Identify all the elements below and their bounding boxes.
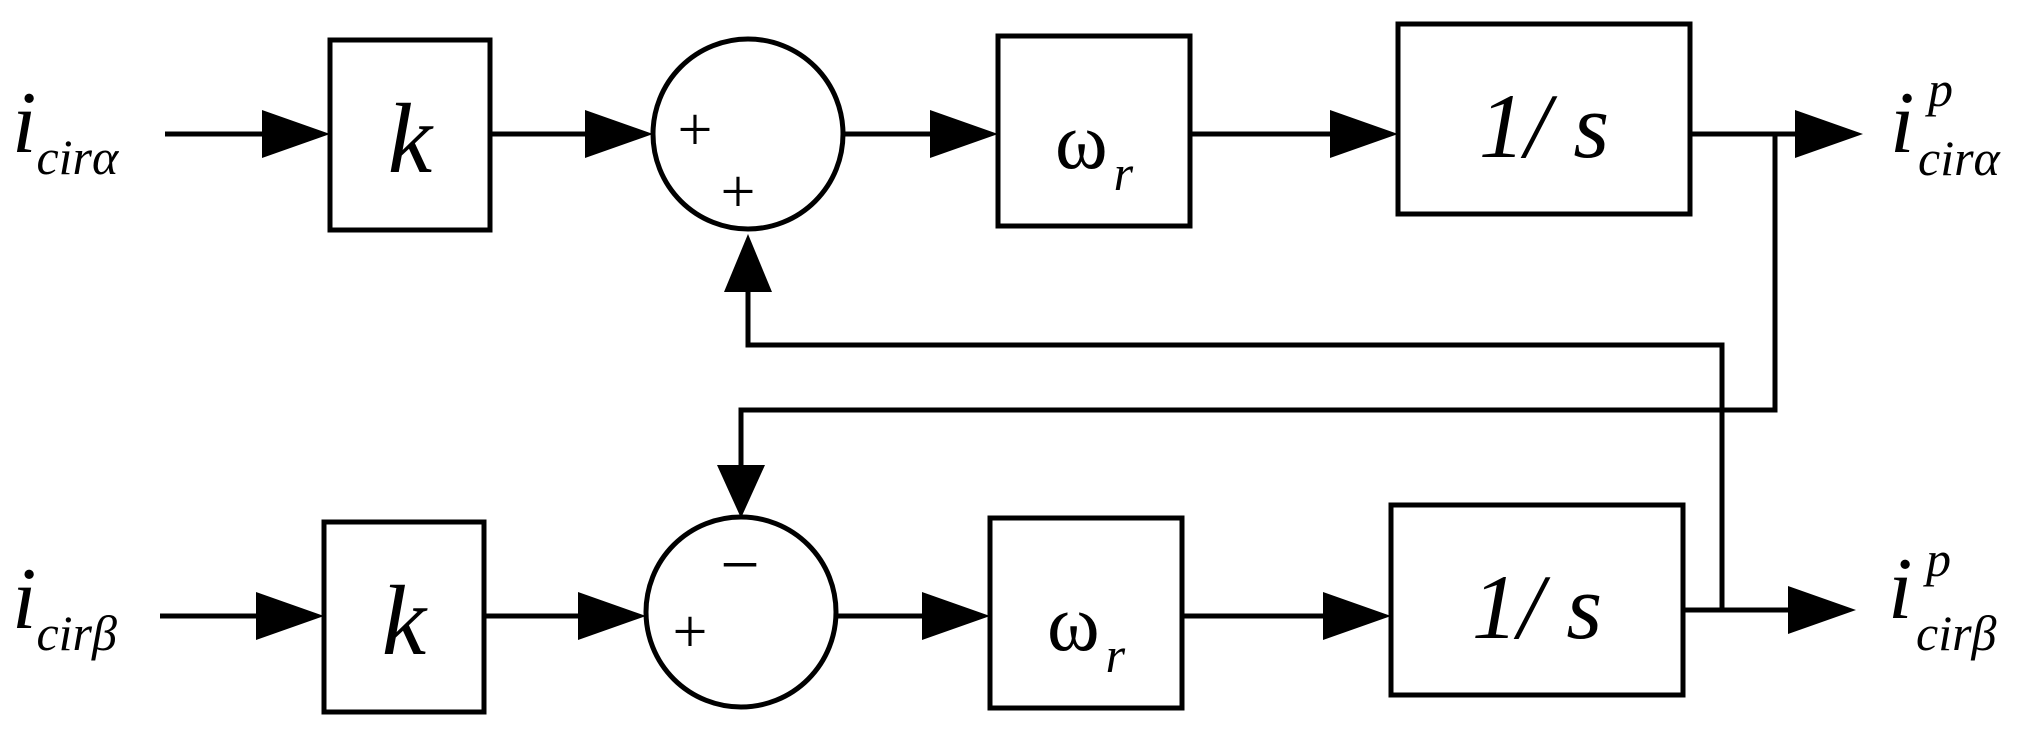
bottom-sum-to-omega-arrow <box>922 592 990 640</box>
top-input-label: icirα <box>12 75 120 185</box>
bottom-gain-label: k <box>382 565 428 676</box>
bottom-omega-block <box>987 515 1185 711</box>
top-to-bottom-feedback-arrow <box>717 465 765 518</box>
bottom-integrator-label: 1/ s <box>1472 556 1602 658</box>
bottom-input-arrow <box>256 592 324 640</box>
bottom-omega-to-integrator-arrow <box>1323 592 1391 640</box>
top-to-bottom-feedback-wire <box>738 134 1778 485</box>
top-omega-to-integrator-arrow <box>1330 110 1398 158</box>
bottom-input-label: icirβ <box>12 551 117 661</box>
top-output-arrow <box>1795 110 1863 158</box>
bottom-integrator-block <box>1388 502 1686 698</box>
bottom-to-top-feedback-arrow <box>724 234 772 292</box>
bottom-gain-to-sum-arrow <box>578 592 646 640</box>
top-output-label: i <box>1890 75 1914 172</box>
top-integrator-label: 1/ s <box>1479 75 1609 177</box>
bottom-output-subscript: cirβ <box>1916 605 1997 661</box>
top-output-subscript: cirα <box>1918 130 2002 186</box>
bottom-output-arrow <box>1788 586 1856 634</box>
top-sum-sign-bottom: + <box>721 158 756 226</box>
bottom-sum-sign-top: − <box>720 527 759 604</box>
bottom-sum-sign-left: + <box>673 598 708 666</box>
feedback-paths <box>717 134 1778 610</box>
top-omega-block <box>995 33 1193 229</box>
bottom-summing-junction <box>643 514 839 710</box>
bottom-output-superscript: p <box>1923 531 1951 587</box>
top-input-arrow <box>262 110 330 158</box>
top-integrator-block <box>1395 21 1693 217</box>
top-sum-to-omega-arrow <box>930 110 998 158</box>
bottom-gain-block <box>321 519 487 715</box>
top-gain-label: k <box>388 83 434 194</box>
top-gain-to-sum-arrow <box>585 110 653 158</box>
top-output-superscript: p <box>1925 61 1953 117</box>
bottom-to-top-feedback-wire <box>745 270 1725 610</box>
bottom-output-label: i <box>1888 541 1912 638</box>
top-sum-sign-left: + <box>678 96 713 164</box>
